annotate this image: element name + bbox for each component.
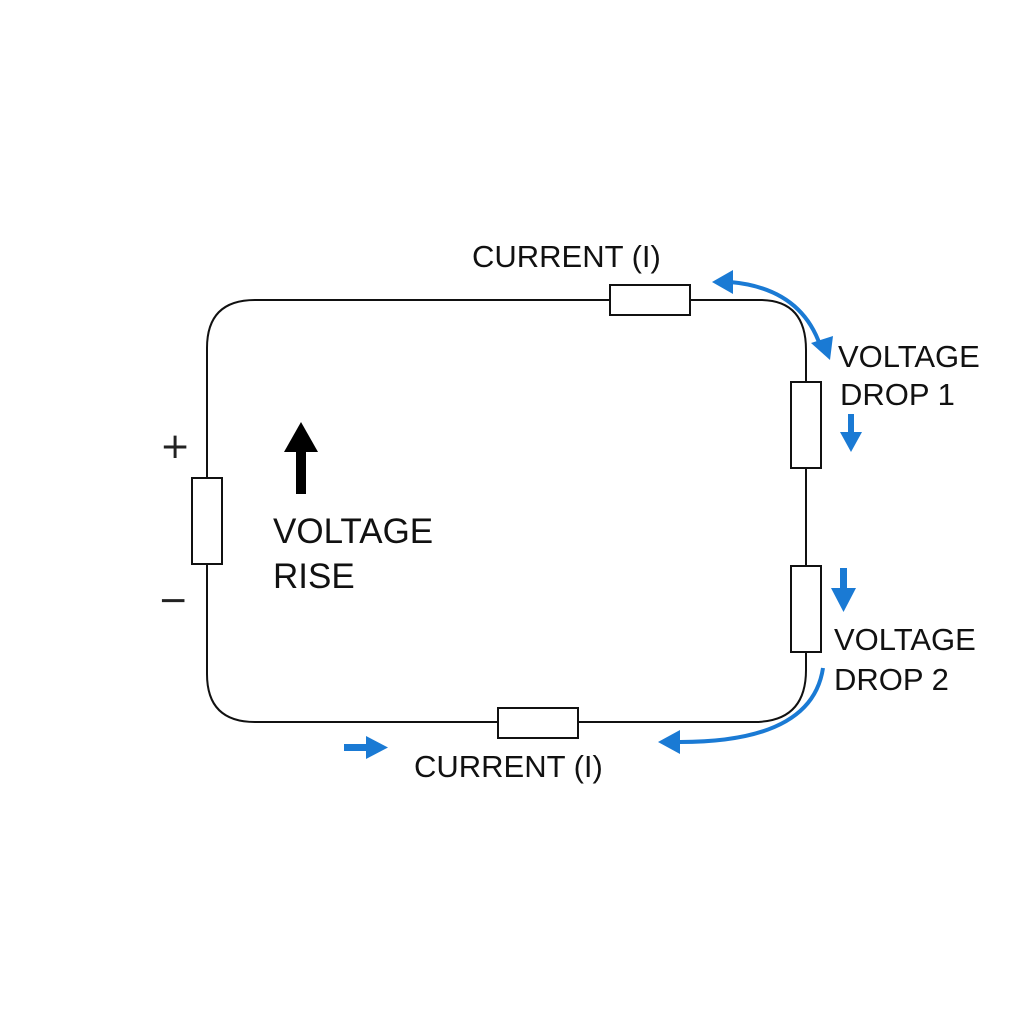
voltage-rise-label-line2: RISE — [273, 557, 355, 596]
voltage-drop2-label-line2: DROP 2 — [834, 662, 949, 697]
current-label-bottom: CURRENT (I) — [414, 749, 603, 784]
circuit-loop-wire — [206, 299, 807, 723]
voltage-drop1-label-line2: DROP 1 — [840, 377, 955, 412]
curved-arrow-icon — [712, 270, 833, 360]
resistor-right-lower — [790, 565, 822, 653]
voltage-rise-label-line1: VOLTAGE — [273, 512, 433, 551]
curved-arrow-icon — [658, 667, 825, 754]
plus-sign: + — [160, 426, 190, 467]
arrow-down-icon — [831, 568, 856, 612]
resistor-bottom — [497, 707, 579, 739]
voltage-drop2-label-line1: VOLTAGE — [834, 622, 976, 657]
source-resistor-left — [191, 477, 223, 565]
arrow-right-icon — [344, 736, 388, 759]
current-label-top: CURRENT (I) — [472, 239, 661, 274]
resistor-right-upper — [790, 381, 822, 469]
minus-sign: − — [158, 580, 188, 621]
arrow-down-icon — [840, 414, 862, 452]
voltage-drop1-label-line1: VOLTAGE — [838, 339, 980, 374]
resistor-top — [609, 284, 691, 316]
arrow-up-icon — [284, 422, 318, 494]
